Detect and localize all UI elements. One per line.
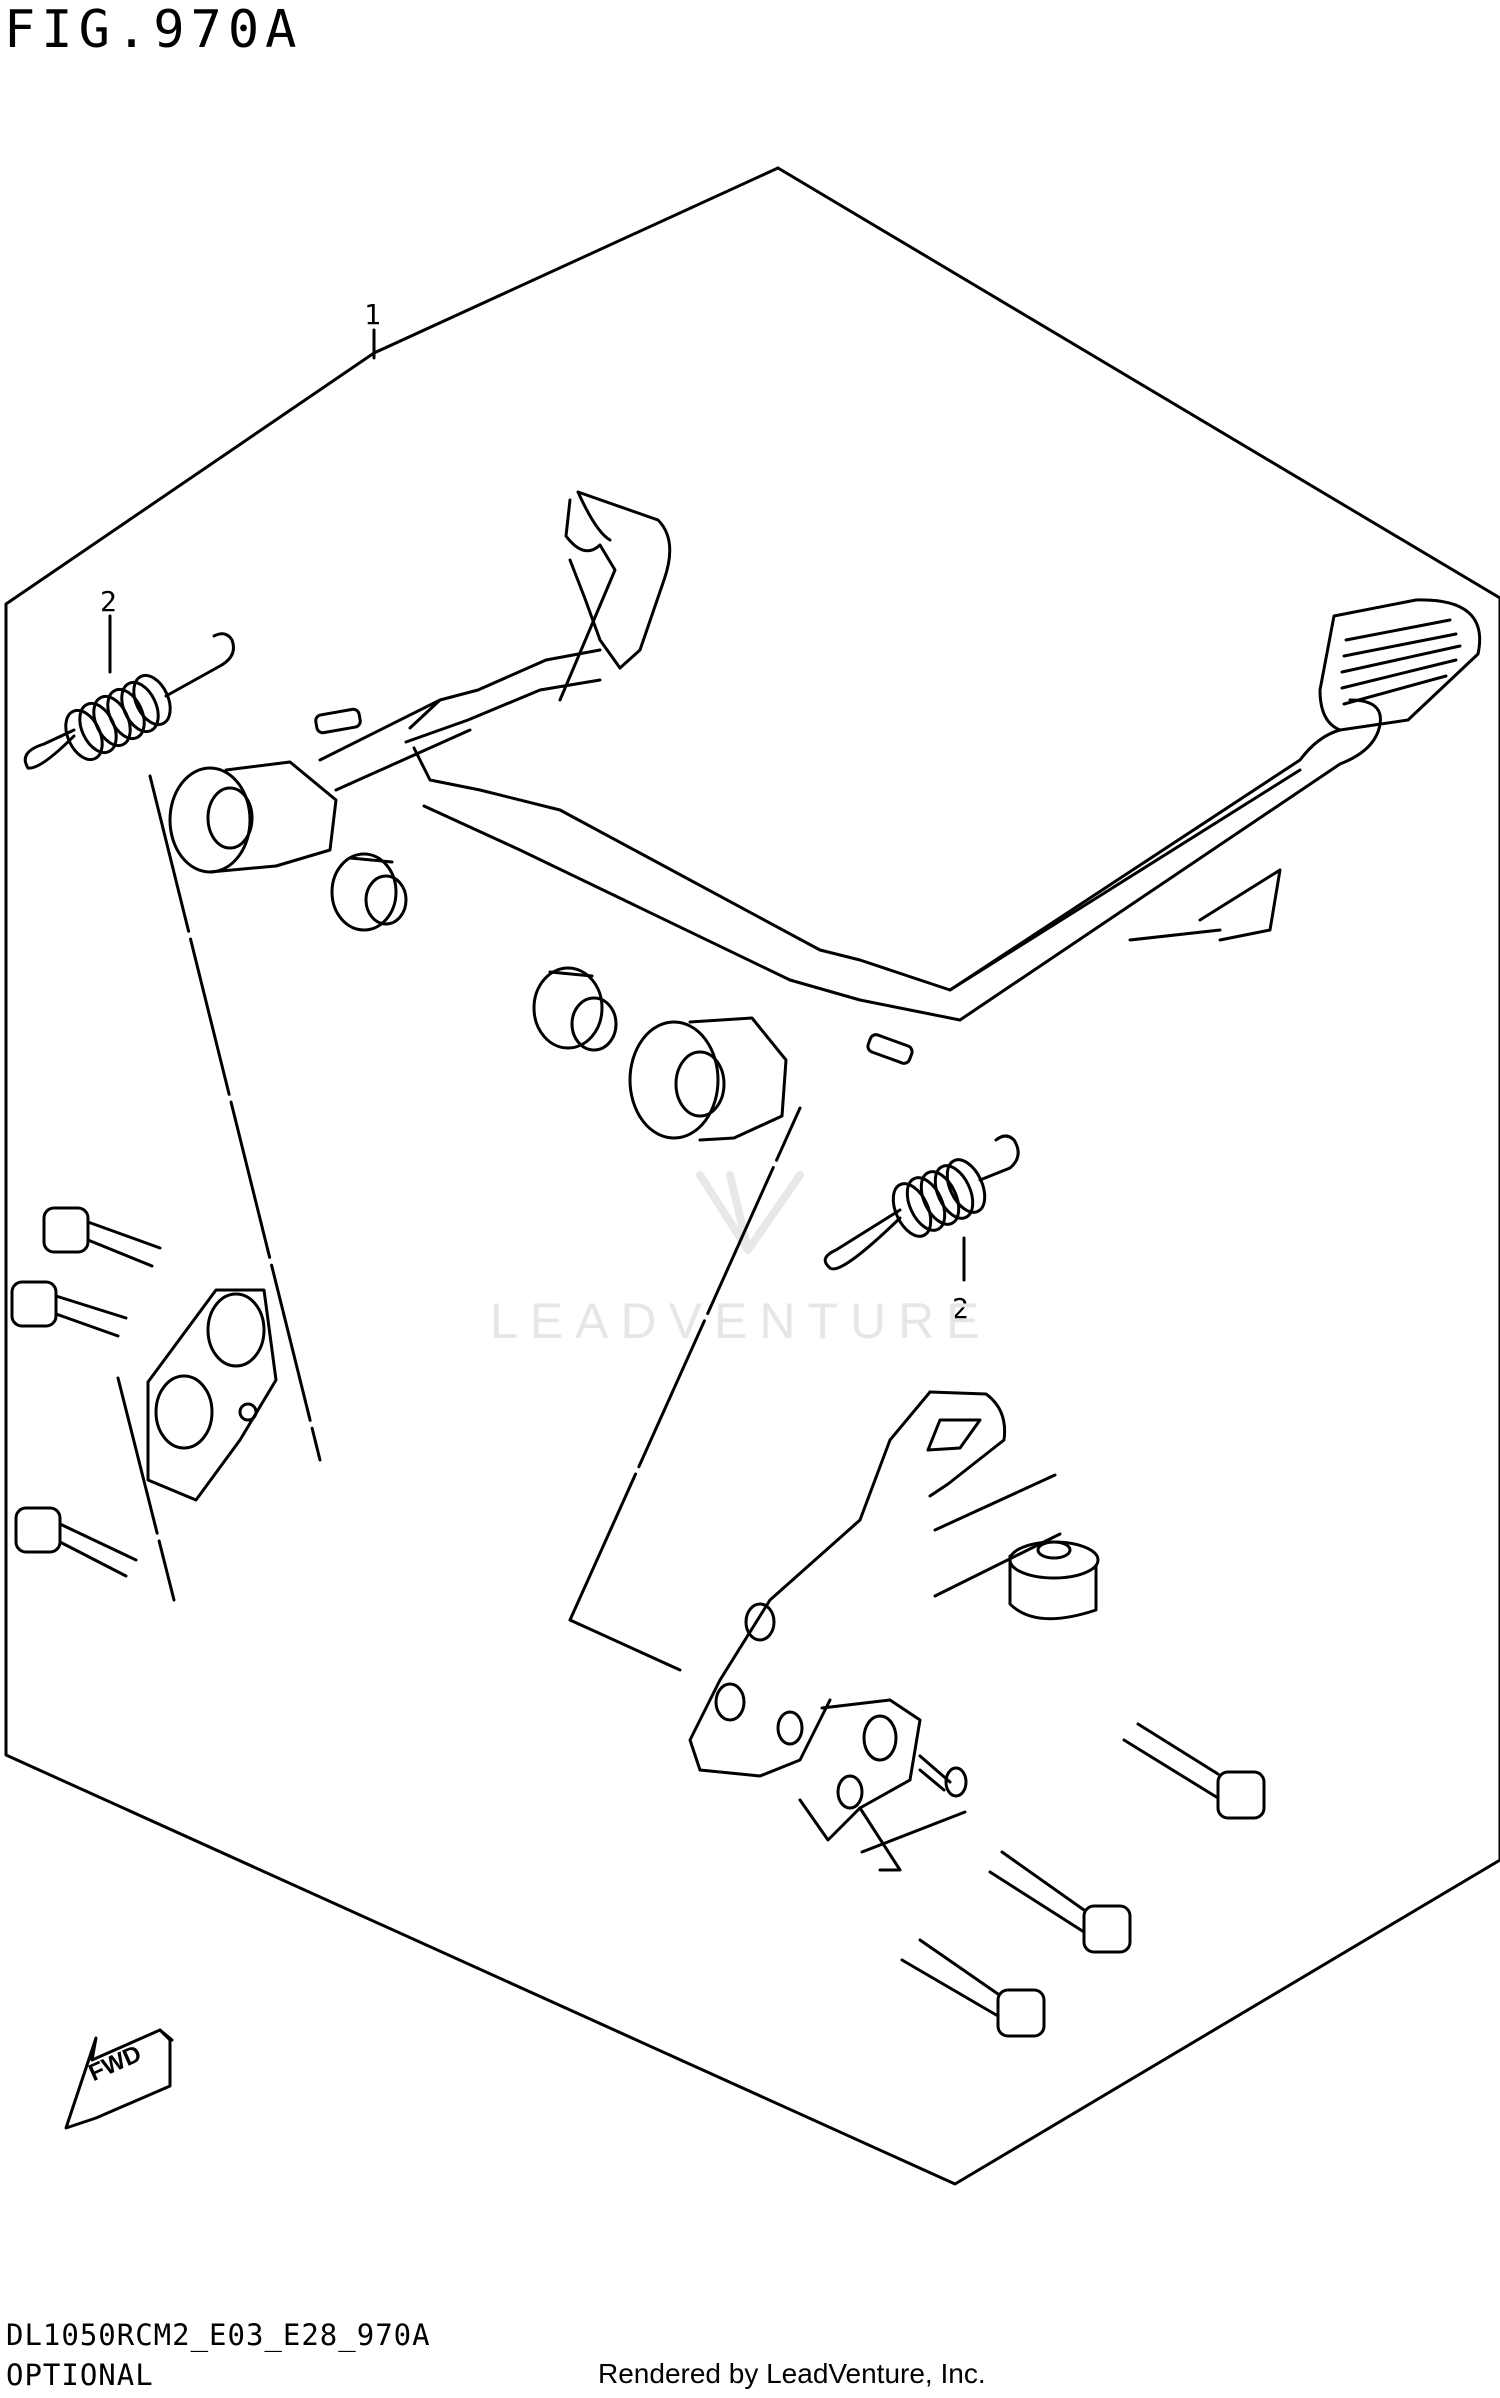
left-mount-plate: [146, 1288, 278, 1502]
watermark-logo: [696, 1171, 804, 1254]
spring-upper: [23, 632, 235, 770]
bolt-right-3: [900, 1938, 1046, 2038]
kit-outline: [4, 166, 1500, 2186]
bolt-left-1: [42, 1206, 162, 1268]
callout-part-1: 1: [364, 298, 381, 331]
render-credit: Rendered by LeadVenture, Inc.: [598, 2358, 986, 2389]
right-bracket: [688, 1390, 1007, 1872]
bolt-right-2: [988, 1850, 1132, 1954]
callout-part-2-lower: 2: [952, 1292, 969, 1325]
stopper: [1008, 1540, 1100, 1621]
model-code: DL1050RCM2_E03_E28_970A: [6, 2318, 431, 2352]
pin-right: [918, 1754, 968, 1798]
bushing-right: [532, 966, 618, 1052]
bushing-left: [330, 852, 408, 932]
figure-title: FIG.970A: [4, 0, 303, 60]
kit-outline-ext: [372, 166, 780, 355]
spring-lower: [823, 1134, 1020, 1271]
bolt-left-3: [14, 1506, 138, 1578]
center-stand: [168, 490, 1482, 1142]
callout-part-2-upper: 2: [100, 585, 117, 618]
fwd-arrow-icon: [64, 2028, 174, 2130]
bolt-right-1: [1122, 1722, 1266, 1820]
bolt-left-2: [10, 1280, 128, 1338]
optional-label: OPTIONAL: [6, 2358, 154, 2392]
dashed-lines: [116, 774, 1062, 1854]
watermark-text: LEADVENTURE: [490, 1293, 992, 1349]
